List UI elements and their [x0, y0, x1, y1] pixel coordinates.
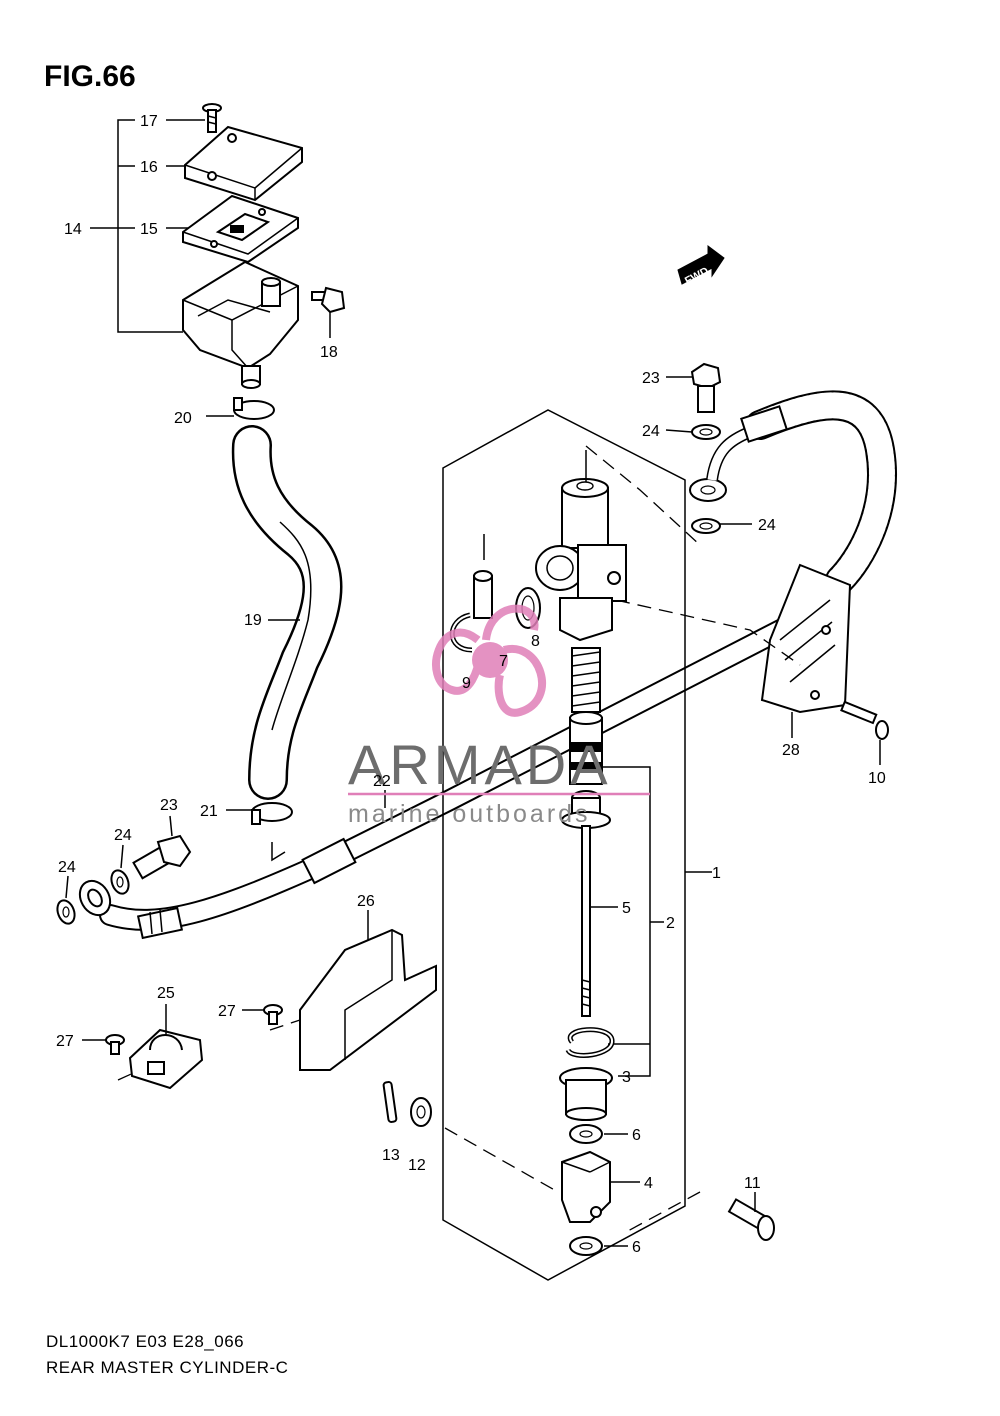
union-bolt-left: [132, 815, 192, 880]
reservoir-cap: [184, 125, 303, 202]
callout-7: 7: [499, 653, 508, 670]
callout-24-left-inner: 24: [114, 827, 132, 844]
hose-guide-bracket: [760, 563, 852, 738]
callout-10: 10: [868, 770, 886, 787]
callout-20: 20: [174, 410, 192, 427]
callout-22: 22: [373, 773, 391, 790]
callout-24-left-outer: 24: [58, 859, 76, 876]
reservoir-bracket-lines: [90, 119, 205, 333]
clevis-pin: [727, 1192, 775, 1241]
callout-11: 11: [744, 1175, 761, 1192]
forward-arrow-icon: FWD: [677, 245, 725, 288]
pin-washer: [410, 1097, 432, 1127]
assembly-group-outline: [442, 409, 712, 1281]
snap-ring-3-lower: [565, 1027, 615, 1058]
clamp-upper: [206, 397, 275, 420]
push-rod: [561, 790, 618, 1017]
piston-cup-set: [569, 711, 603, 785]
callout-2: 2: [666, 915, 675, 932]
washer-left-outer: [56, 875, 76, 925]
nut-lower: [569, 1236, 628, 1256]
callout-4: 4: [644, 1175, 653, 1192]
callout-21: 21: [200, 803, 218, 820]
callout-18: 18: [320, 344, 338, 361]
watermark-brand: ARMADA: [348, 733, 612, 796]
clevis: [561, 1150, 640, 1223]
callout-28: 28: [782, 742, 800, 759]
callout-14: 14: [64, 221, 82, 238]
cotter-pin: [382, 1081, 398, 1123]
callout-23-right: 23: [642, 370, 660, 387]
screw-27-right: [242, 1004, 283, 1025]
watermark-tagline: marine outboards: [348, 800, 591, 828]
washer-right-lower: [691, 518, 752, 534]
callout-24-right-upper: 24: [642, 423, 660, 440]
callout-17: 17: [140, 113, 158, 130]
return-spring: [571, 647, 601, 713]
callout-12: 12: [408, 1157, 426, 1174]
washer-left-inner: [110, 844, 130, 895]
master-cylinder-body: [535, 450, 627, 642]
footer-model-code: DL1000K7 E03 E28_066: [46, 1332, 245, 1351]
hose-fitting-left: [78, 879, 184, 940]
callout-25: 25: [157, 985, 175, 1002]
bracket-bolt: [840, 700, 889, 765]
nut-upper: [569, 1124, 628, 1144]
banjo-fitting-right: [689, 426, 753, 502]
footer-diagram-name: REAR MASTER CYLINDER-C: [46, 1358, 289, 1377]
callout-8: 8: [531, 633, 540, 650]
reservoir-bolt: [311, 286, 346, 338]
clamp-lower: [226, 802, 293, 862]
callout-6-upper: 6: [632, 1127, 641, 1144]
callout-9: 9: [462, 675, 471, 692]
reservoir-screw: [202, 103, 222, 133]
brake-hose: [99, 609, 811, 931]
screw-27-left: [82, 1034, 125, 1055]
callout-16: 16: [140, 159, 158, 176]
callout-26: 26: [357, 893, 375, 910]
callout-3: 3: [622, 1069, 631, 1086]
boot: [559, 1067, 613, 1121]
callout-6-lower: 6: [632, 1239, 641, 1256]
hose-clamp-bracket: [128, 1004, 204, 1090]
callout-19: 19: [244, 612, 262, 629]
union-bolt-right: [666, 362, 722, 413]
reservoir-body: [182, 260, 299, 389]
figure-title: FIG.66: [44, 60, 136, 93]
callout-27-left: 27: [56, 1033, 74, 1050]
callout-5: 5: [622, 900, 631, 917]
hose-connector: [473, 534, 493, 619]
callout-13: 13: [382, 1147, 400, 1164]
callout-24-right-lower: 24: [758, 517, 776, 534]
dashed-leader-lines: [117, 445, 801, 1233]
washer-right-upper: [665, 424, 721, 440]
callout-1: 1: [712, 865, 721, 882]
callout-23-left: 23: [160, 797, 178, 814]
corrugated-hose-right: [740, 390, 897, 595]
callout-27-right: 27: [218, 1003, 236, 1020]
hose-guard: [299, 910, 437, 1071]
reservoir-hose: [231, 425, 343, 800]
reservoir-diaphragm: [182, 194, 299, 264]
callout-15: 15: [140, 221, 158, 238]
watermark-logo-icon: [432, 604, 546, 717]
